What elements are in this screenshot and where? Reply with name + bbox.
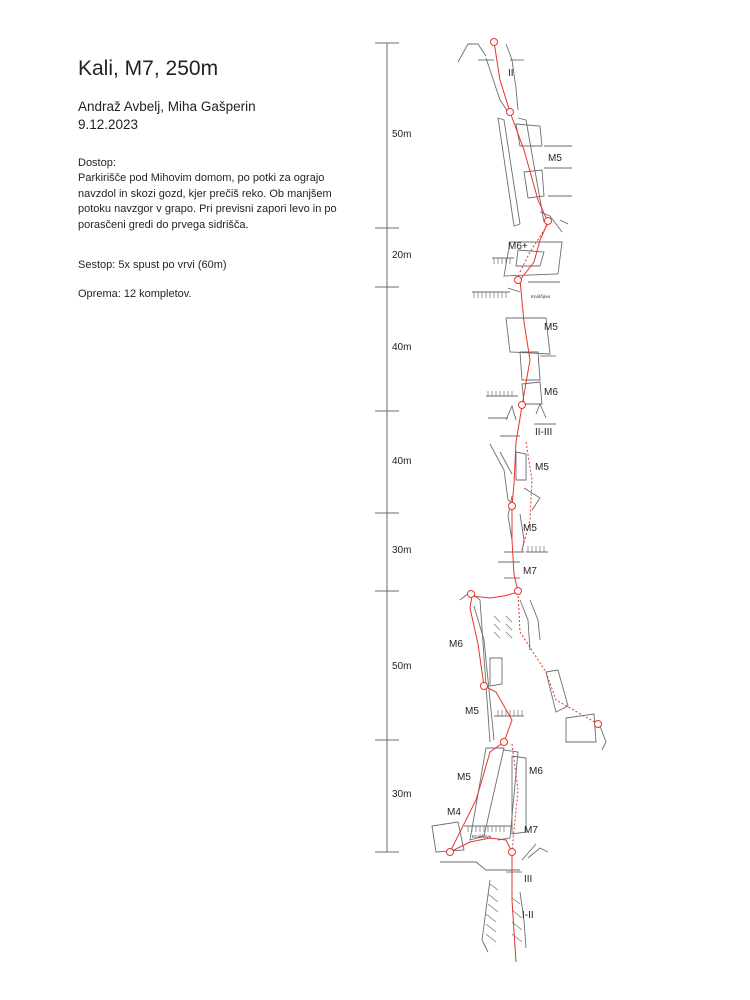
belay-station [508, 502, 516, 510]
belay-stations [446, 38, 602, 856]
grade-label: M6 [449, 639, 463, 650]
belay-station [446, 848, 454, 856]
grade-label: M6 [544, 387, 558, 398]
grade-label: M5 [535, 462, 549, 473]
belay-station [518, 401, 526, 409]
pitch-length-4: 40m [392, 456, 411, 467]
climbing-route [448, 41, 599, 963]
gear-info: Oprema: 12 kompletov. [78, 288, 192, 300]
grade-label: M7 [523, 566, 537, 577]
belay-station [500, 738, 508, 746]
scale-bar [375, 42, 399, 853]
grade-label: M4 [447, 807, 461, 818]
belay-station [467, 590, 475, 598]
belay-station [506, 108, 514, 116]
route-date: 9.12.2023 [78, 117, 139, 132]
pitch-length-5: 30m [392, 545, 411, 556]
belay-station [490, 38, 498, 46]
grade-label: II [508, 68, 514, 79]
grade-label: M7 [524, 825, 538, 836]
rock-features [431, 43, 607, 953]
belay-station [480, 682, 488, 690]
grade-label: M5 [523, 523, 537, 534]
grade-label: M6 [529, 766, 543, 777]
route-authors: Andraž Avbelj, Miha Gašperin [78, 99, 256, 114]
grade-label: M5 [457, 772, 471, 783]
grade-label: M5 [465, 706, 479, 717]
grade-label: M5 [544, 322, 558, 333]
access-label: Dostop: [78, 157, 116, 169]
grade-label: M5 [548, 153, 562, 164]
loose-rock-note: Kruščijivo [531, 294, 551, 299]
grade-label: I-II [522, 910, 534, 921]
pitch-length-1: 50m [392, 129, 411, 140]
access-description: Parkirišče pod Mihovim domom, po potki z… [78, 172, 337, 231]
pitch-length-6: 50m [392, 661, 411, 672]
pitch-length-3: 40m [392, 342, 411, 353]
belay-station [544, 217, 552, 225]
pitch-length-2: 20m [392, 250, 411, 261]
belay-station [594, 720, 602, 728]
belay-station [508, 848, 516, 856]
route-title: Kali, M7, 250m [78, 57, 219, 80]
descent-info: Sestop: 5x spust po vrvi (60m) [78, 259, 227, 271]
belay-station [514, 276, 522, 284]
belay-station [514, 587, 522, 595]
loose-rock-note: Kruščijivo [472, 834, 492, 839]
grade-label: III [524, 874, 532, 885]
grade-label: M6+ [508, 241, 528, 252]
grade-label: II-III [535, 427, 552, 438]
pitch-length-7: 30m [392, 789, 411, 800]
